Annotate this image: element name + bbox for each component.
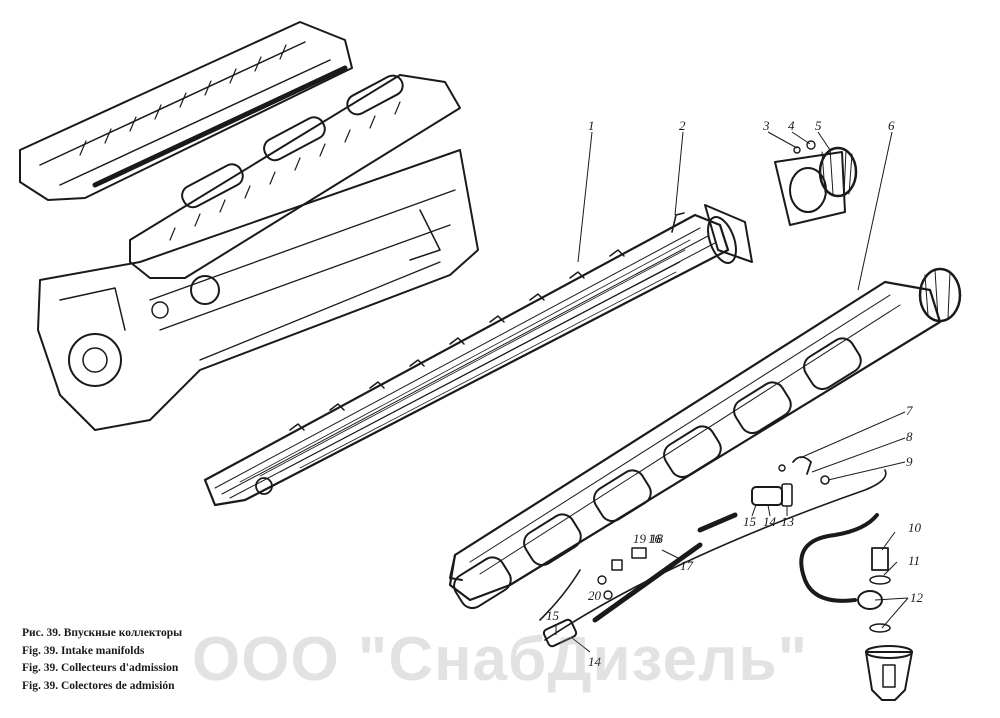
caption-spanish: Fig. 39. Colectores de admisión: [22, 679, 175, 692]
callout-4: 4: [788, 118, 795, 133]
callout-18: 18: [650, 531, 664, 546]
callout-15: 15: [743, 514, 757, 529]
callout-3: 3: [762, 118, 770, 133]
callout-7: 7: [906, 403, 913, 418]
callout-1: 1: [588, 118, 595, 133]
leader-lines: [555, 131, 909, 653]
callout-8: 8: [906, 429, 913, 444]
callout-20: 20: [588, 588, 602, 603]
callout-numbers: 1 2 3 4 5 6 7 8 9 10 11 12 13 14 15 16 1…: [546, 118, 924, 669]
caption-russian: Рис. 39. Впускные коллекторы: [22, 627, 183, 639]
bottle-icon: [865, 645, 913, 701]
callout-16: 16: [648, 531, 662, 546]
callout-6: 6: [888, 118, 895, 133]
callout-11: 11: [908, 553, 920, 568]
callout-13: 13: [781, 514, 795, 529]
flange-adapter-icon: [774, 140, 858, 226]
callout-14b: 14: [588, 654, 602, 669]
intake-manifold-right-icon: [448, 267, 962, 610]
figure-captions: Рис. 39. Впускные коллекторы Fig. 39. In…: [22, 625, 282, 695]
callout-17: 17: [680, 558, 694, 573]
callout-10: 10: [908, 520, 922, 535]
intake-manifold-left-icon: [203, 204, 753, 507]
callout-14: 14: [763, 514, 777, 529]
callout-5: 5: [815, 118, 822, 133]
callout-9: 9: [906, 454, 913, 469]
callout-19: 19: [633, 531, 647, 546]
callout-12: 12: [910, 590, 924, 605]
engine-block-icon: [19, 21, 479, 431]
watermark-text: ООО "СнабДизель": [192, 625, 808, 694]
caption-english: Fig. 39. Intake manifolds: [22, 644, 145, 657]
fittings-group-icon: [539, 456, 891, 648]
callout-2: 2: [679, 118, 686, 133]
callout-15b: 15: [546, 608, 560, 623]
caption-french: Fig. 39. Collecteurs d'admission: [22, 662, 179, 675]
